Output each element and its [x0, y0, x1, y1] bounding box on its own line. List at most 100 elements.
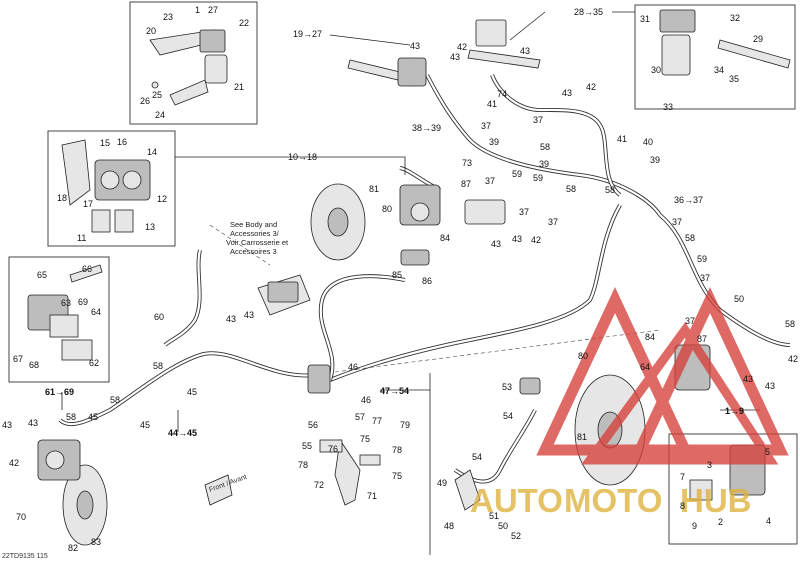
- rear-right-caliper-box: [668, 433, 798, 545]
- callout: 12: [157, 194, 167, 204]
- callout: 43: [562, 88, 572, 98]
- callout: 43: [28, 418, 38, 428]
- callout: 14: [147, 147, 157, 157]
- callout: 2: [718, 517, 723, 527]
- callout: 85: [392, 270, 402, 280]
- master-cylinder-left: [149, 29, 228, 106]
- callout: 43: [450, 52, 460, 62]
- callout: 42: [788, 354, 798, 364]
- callout: 37: [485, 176, 495, 186]
- callout: 9: [692, 521, 697, 531]
- callouts-center: 81 80 84 85 86: [369, 184, 450, 286]
- callout: 50: [498, 521, 508, 531]
- callout: 84: [440, 233, 450, 243]
- callout: 55: [302, 441, 312, 451]
- callout: 37: [519, 207, 529, 217]
- callout: 37: [548, 217, 558, 227]
- callout: 60: [154, 312, 164, 322]
- callout: 44→45: [168, 428, 197, 438]
- callout: 49: [437, 478, 447, 488]
- callout: 41: [617, 134, 627, 144]
- callout: 43: [2, 420, 12, 430]
- callout: 13: [145, 222, 155, 232]
- callout: 57: [355, 412, 365, 422]
- callout: 71: [367, 491, 377, 501]
- callout: 52: [511, 531, 521, 541]
- callout: 37: [481, 121, 491, 131]
- callout: 23: [163, 12, 173, 22]
- front-caliper-box: [47, 130, 176, 247]
- callout: 43: [410, 41, 420, 51]
- callout: 7: [680, 472, 685, 482]
- callout: 54: [472, 452, 482, 462]
- callout: 46: [361, 395, 371, 405]
- callout: 43: [244, 310, 254, 320]
- callout: 77: [372, 416, 382, 426]
- callout: 27: [208, 5, 218, 15]
- callout: 11: [77, 233, 86, 243]
- callout: 54: [503, 411, 513, 421]
- callout: 18: [57, 193, 67, 203]
- callout: 26: [140, 96, 150, 106]
- callout: 5: [765, 447, 770, 457]
- callout: 78: [392, 445, 402, 455]
- callout: 58: [785, 319, 795, 329]
- callout: 17: [83, 199, 93, 209]
- diagram-code: 22TD9135 115: [2, 553, 48, 560]
- note-line-4: Accessoires 3: [230, 247, 277, 256]
- watermark-text-hub: HUB: [680, 482, 752, 519]
- master-cylinder-right-box: [634, 4, 796, 110]
- callout: 20: [146, 26, 156, 36]
- callout: 58: [66, 412, 76, 422]
- callout: 43: [491, 239, 501, 249]
- callout: 33: [663, 102, 673, 112]
- watermark-text-auto: AUTO: [470, 482, 563, 519]
- callout: 76: [328, 444, 338, 454]
- callouts-br-box: 80 64 81 5 3 2 4 8 9 7: [577, 351, 771, 531]
- callout: 84: [645, 332, 655, 342]
- callout: 29: [753, 34, 763, 44]
- note-line-2: Accessories 3/: [230, 229, 280, 238]
- callouts-bottom-right: 53 54 54 49 48 51 50 52: [437, 382, 521, 541]
- callout: 40: [643, 137, 653, 147]
- callout: 10→18: [288, 152, 317, 162]
- callout: 59: [533, 173, 543, 183]
- callout: 70: [16, 512, 26, 522]
- callout: 34: [714, 65, 724, 75]
- callout: 87: [697, 334, 707, 344]
- callout: 48: [444, 521, 454, 531]
- callout: 51: [489, 511, 499, 521]
- center-disc: [310, 183, 506, 266]
- callout: 67: [13, 354, 23, 364]
- rear-caliper-box: [8, 256, 110, 383]
- callout: 30: [651, 65, 661, 75]
- callout: 21: [234, 82, 244, 92]
- callout: 25: [152, 90, 162, 100]
- callout: 8: [680, 501, 685, 511]
- callout: 39: [489, 137, 499, 147]
- callout: 63: [61, 298, 71, 308]
- callout: 39: [539, 159, 549, 169]
- callout: 45: [88, 412, 98, 422]
- callout: 64: [640, 362, 650, 372]
- brake-pedal: [307, 364, 381, 506]
- callouts-center-right: 74 43 42 41 38→39 37 37 58 39 73 37 39 4…: [288, 82, 798, 416]
- callout: 80: [382, 204, 392, 214]
- body-accessories-note: See Body and Accessories 3/ Voir Carross…: [226, 220, 289, 256]
- callout: 22: [239, 18, 249, 28]
- callout: 61→69: [45, 387, 74, 397]
- callout: 59: [697, 254, 707, 264]
- note-line-1: See Body and: [230, 220, 277, 229]
- callout: 45: [187, 387, 197, 397]
- callout: 32: [730, 13, 740, 23]
- callout: 37: [685, 316, 695, 326]
- callout: 72: [314, 480, 324, 490]
- master-cylinder-center: [347, 19, 541, 87]
- watermark-logo: AUTO MOTO HUB: [470, 286, 789, 519]
- callout: 62: [89, 358, 99, 368]
- callout: 24: [155, 110, 165, 120]
- callout: 1: [195, 5, 200, 15]
- callout: 45: [140, 420, 150, 430]
- callout: 4: [766, 516, 771, 526]
